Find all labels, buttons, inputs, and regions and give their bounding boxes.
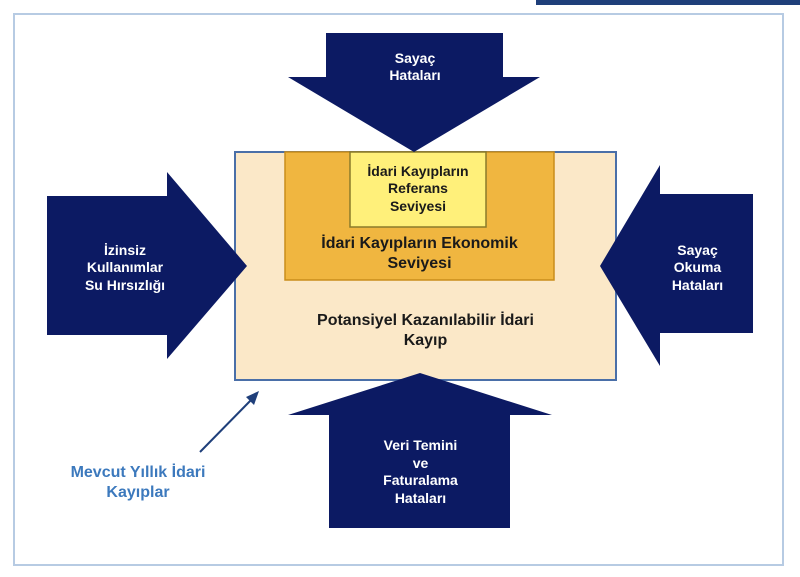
annotation-pointer-head (246, 391, 259, 405)
annotation-label: Mevcut Yıllık İdari Kayıplar (70, 464, 206, 501)
potential-loss-label: Potansiyel Kazanılabilir İdari Kayıp (317, 312, 534, 349)
top-arrow-label: Sayaç Hataları (389, 49, 441, 84)
right-arrow-shape (600, 165, 753, 366)
bottom-arrow-shape (288, 373, 552, 528)
left-arrow-label: İzinsiz Kullanımlar Su Hırsızlığı (84, 241, 166, 293)
left-arrow-shape (47, 172, 247, 359)
annotation-pointer-line (199, 397, 254, 453)
top-accent-bar (536, 0, 800, 5)
reference-level-box (349, 151, 487, 228)
right-arrow-label: Sayaç Okuma Hataları (671, 241, 724, 293)
economic-level-label: İdari Kayıpların Ekonomik Seviyesi (321, 235, 518, 272)
top-arrow-shape (288, 33, 540, 152)
bottom-arrow-label: Veri Temini ve Faturalama Hataları (383, 437, 458, 506)
reference-level-label: İdari Kayıpların Referans Seviyesi (367, 162, 469, 214)
